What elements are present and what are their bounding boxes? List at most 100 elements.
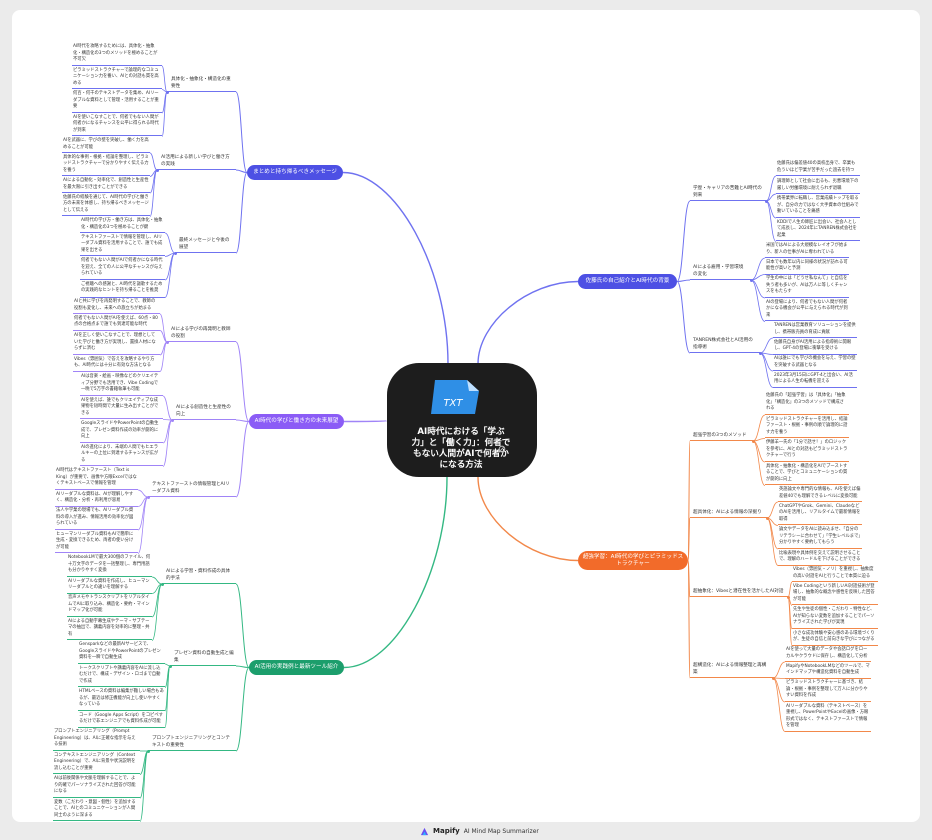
leaf-item[interactable]: AIの進化により、末端の人間でもヒエラルキーの上位に到達するチャンスが広がる (80, 445, 163, 467)
subtopic-connector (235, 665, 250, 668)
subtopic-label[interactable]: テキストファーストの情報管理とAIリーダブル資料 (148, 482, 236, 497)
subtopic-label[interactable]: AIによる学習・資料作成の具体的手法 (162, 569, 236, 584)
leaf-item[interactable]: コンテキストエンジニアリング（Context Engineering）で、AIに… (53, 753, 140, 775)
leaf-item[interactable]: ChatGPTやGrok、Gemini、ClaudeなどのAIを活用し、リアルタ… (778, 504, 862, 526)
leaf-item[interactable]: 調理師として社会に出るも、劣悪環境下の厳しい労働環境に耐えられず退職 (776, 179, 860, 195)
branch-node[interactable]: AI活用の実践例と最新ツール紹介 (249, 660, 344, 675)
leaf-item[interactable]: 具体的な事例・根拠・結論を整理し、ピラミッドストラクチャーで分かりやすく伝える力… (62, 155, 150, 177)
leaf-item[interactable]: ピラミッドストラクチャーで論理的なコミュニケーション力を養い、AIとの対話も質を… (72, 68, 162, 90)
subtopic-dot (173, 251, 177, 255)
leaf-item[interactable]: AIリーダブルな資料（テキストベース）を重視し、PowerPointやExcel… (785, 704, 871, 732)
leaf-item[interactable]: AIは前後関係や文脈を理解することで、より的確でパーソナライズされた回答が可能に… (53, 776, 140, 798)
branch-node[interactable]: 超強学習：AI時代の学びとピラミッドストラクチャー (578, 551, 688, 570)
leaf-item[interactable]: AIの登場により、何者でもない人間が何者かになる機会が公平に与えられる時代が到来 (765, 300, 849, 322)
subtopic-label[interactable]: 具体化・抽象化・構造化の重要性 (167, 77, 236, 92)
leaf-item[interactable]: 学生の中には「どうせ私なんて」と自信を失う者も多いが、AIは万人に等しくチャンス… (765, 276, 849, 298)
leaf-item[interactable]: GoogleスライドやPowerPointの自動生成で、プレゼン資料作成の効率が… (80, 421, 163, 443)
leaf-item[interactable]: AIリーダブルな資料は、AIが理解しやすく、構造化・分析・再利用が容易 (55, 492, 138, 507)
branch-node[interactable]: AI時代の学びと働き方の未来展望 (249, 414, 344, 429)
leaf-item[interactable]: Vibe Codingという新しいAI対話技術が登場し、抽象的な概念や感性を反映… (792, 584, 878, 606)
subtopic-label[interactable]: 超強学習の3つのメソッド (690, 433, 753, 441)
leaf-item[interactable]: 佐藤氏自身がAI活用による指導術に開眼し、GPT-4の登場に衝撃を受ける (773, 340, 857, 355)
subtopic-label[interactable]: 最終メッセージと今後の展望 (175, 238, 236, 253)
subtopic-label[interactable]: 超抽象化：Vibesと潜在性を活かしたAI対話 (690, 589, 788, 597)
subtopic-dot (170, 418, 174, 422)
leaf-item[interactable]: AIを正しく使いこなすことで、理想としていた学びと働き方が実現し、置換人材になら… (73, 333, 160, 355)
subtopic-label[interactable]: AIによる雇用・学習環境の変化 (690, 265, 751, 280)
subtopic-label[interactable]: 学歴・キャリアの苦難とAI時代の到来 (690, 186, 766, 201)
leaf-item[interactable]: AI時代の学び方・働き方は、具体化・抽象化・構造化の3つを極めることが鍵 (80, 218, 165, 234)
leaf-item[interactable]: プロンプトエンジニアリング（Prompt Engineering）は、AIに正確… (53, 729, 140, 751)
leaf-item[interactable]: 変数（こだわり・意図・個性）を追加することで、AIとのコミュニケーションが人間同… (53, 800, 140, 822)
subtopic-label[interactable]: 超具体化：AIによる情報の深掘り (690, 510, 767, 518)
leaf-item[interactable]: コード（Google Apps Script）をコピペするだけで非エンジニアでも… (78, 713, 165, 728)
subtopic-label[interactable]: プレゼン資料の自動生成と編集 (170, 651, 236, 666)
leaf-item[interactable]: TANRENは営業教育ソリューションを提供し、携帯販売員の育成に貢献 (773, 323, 857, 339)
leaf-connector (164, 665, 171, 728)
subtopic-label[interactable]: AIによる創造性と生産性の向上 (172, 405, 236, 420)
leaf-item[interactable]: 佐藤氏の経験を通じて、AI時代の学びと働き方の未来を体感し、持ち帰るべきメッセー… (62, 195, 150, 217)
branch-node[interactable]: 佐藤氏の自己紹介とAI時代の背景 (578, 274, 677, 289)
leaf-item[interactable]: Vibes（雰囲気）で答えを攻略するやり方も、AI時代には十分に有効な方法となる (73, 357, 160, 372)
leaf-item[interactable]: AI時代はテキストファースト（Text is King）が重要で、画像や方眼Ex… (55, 468, 138, 490)
leaf-item[interactable]: AIによる自動字幕生成やテーマ・サブテーマの抽出で、講義内容を効率的に整理・共有 (67, 619, 152, 641)
leaf-item[interactable]: 小さな成功体験や安心感のある環境づくりが、生徒の自信と前向きな学びにつながる (792, 631, 878, 646)
subtopic-label[interactable]: AIによる学びの再発明と教師の役割 (167, 327, 236, 342)
leaf-item[interactable]: HTMLベースの資料は編集が難しい場合もあるが、最近は修正機能が向上し使いやすく… (78, 689, 165, 711)
leaf-item[interactable]: トークスクリプトや講義内容をAIに流し込むだけで、構成・デザイン・ロゴまで自動で… (78, 666, 165, 688)
leaf-item[interactable]: 先生や生徒の個性・こだわり・特性など、AIが知らない変数を追加することでパーソナ… (792, 607, 878, 629)
central-title: AI時代における「学ぶ力」と「働く力」：何者でもない人間がAIで何者かになる方法 (411, 427, 511, 470)
link-icon[interactable] (498, 445, 506, 453)
subtopic-dot (168, 664, 172, 668)
leaf-item[interactable]: ピラミッドストラクチャーに基づき、結論・根拠・事例を整理して万人に分かりやすい資… (785, 680, 871, 702)
leaf-item[interactable]: AIは誰にでも学びの機会を与え、学習の壁を突破する武器となる (773, 356, 857, 372)
subtopic-label[interactable]: 超構造化：AIによる情報整理と再構築 (690, 663, 773, 678)
leaf-item[interactable]: AIと共に学びを再発明することで、教師の役割も変化し、未来への旅立ちが始まる (73, 299, 160, 315)
leaf-item[interactable]: 論文やデータをAIに読み込ませ、「自分のリテラシーに合わせて」「学生レベルまで」… (778, 527, 862, 549)
leaf-item[interactable]: AIを使って大量のデータや会話ログをローカルやクラウドに保存し、構造化して分析 (785, 647, 871, 663)
leaf-item[interactable]: テキストファーストで情報を管理し、AIリーダブル資料を活用することで、誰でも成果… (80, 235, 165, 257)
leaf-item[interactable]: AI時代を攻略するためには、具体化・抽象化・構造化の3つのメソッドを極めることが… (72, 44, 162, 66)
leaf-item[interactable]: 比喩表現や具体例を交えて説明させることで、理解のハードルを下げることができる (778, 551, 862, 566)
leaf-item[interactable]: AIによる自動化・効率化で、創造性と生産性を最大限に引き出すことができる (62, 178, 150, 194)
leaf-item[interactable]: 音声メモやトランスクリプトをリアルタイムでAIに取り込み、構造化・要約・マインド… (67, 595, 152, 617)
central-node[interactable]: TXT AI時代における「学ぶ力」と「働く力」：何者でもない人間がAIで何者かに… (387, 363, 537, 477)
leaf-item[interactable]: 日本でも数年以内に同様の状況が訪れる可能性が高いと予測 (765, 260, 849, 275)
leaf-item[interactable]: MapifyやNotebookLMなどのツールで、マインドマップや構造化資料を自… (785, 664, 871, 679)
subtopic-label[interactable]: TANREN株式会社とAI活用の指導術 (690, 338, 760, 353)
leaf-item[interactable]: ヒューマンリーダブル資料もAIで簡単に生成・変換できるため、両者の使い分けが可能 (55, 532, 138, 554)
leaf-item[interactable]: 英語論文や専門的な情報も、AIを使えば偏差値40でも理解できるレベルに変換可能 (778, 487, 862, 503)
leaf-item[interactable]: 佐藤氏は偏差値40の高校出身で、卒業も危ういほど学業が苦手だった過去を持つ (776, 161, 860, 177)
leaf-item[interactable]: AIを使いこなすことで、何者でもない人間が何者かになるチャンスを公平に得られる時… (72, 115, 162, 137)
leaf-item[interactable]: 何者でもない人間がAIを使えば、60点・80点の合格点まで誰でも到達可能な時代 (73, 316, 160, 331)
leaf-item[interactable]: Vibes（雰囲気・ノリ）を重視し、抽象度の高い対話をAIと行うことで本質に迫る (792, 567, 878, 583)
leaf-connector (162, 395, 173, 421)
leaf-item[interactable]: KDDIで人生の師匠に出会い、社会人として成長し、2024年にTANREN株式会… (776, 220, 860, 242)
leaf-item[interactable]: Gensparkなどの最新AIサービスで、GoogleスライドやPowerPoi… (78, 642, 165, 664)
leaf-connector (750, 279, 766, 322)
leaf-item[interactable]: 米国ではAIによる大規模なレイオフが始まり、新人の仕事がAIに奪われている (765, 243, 849, 259)
leaf-item[interactable]: 2023年3月15日にGPT-4と出会い、AI活用による人生の転機を迎える (773, 373, 857, 388)
leaf-item[interactable]: 具体化・抽象化・構造化をAIでブーストすることで、学びとコミュニケーションの質が… (765, 464, 849, 486)
leaf-item[interactable]: NotebookLMで最大300個のファイル、何十万文字のデータを一括整理し、専… (67, 555, 152, 577)
leaf-item[interactable]: ご視聴への感謝と、AI時代を謳歌するための実践的なヒントを持ち帰ることを推奨 (80, 282, 165, 298)
subtopic-dot (786, 595, 790, 599)
leaf-item[interactable]: 何者でもない人間がAIで何者かになる時代を迎え、全ての人に公平なチャンスが与えら… (80, 258, 165, 280)
branch-node[interactable]: まとめと持ち帰るべきメッセージ (247, 165, 343, 180)
leaf-item[interactable]: AIは音楽・絵画・映像などのクリエイティブ分野でも活用でき、Vibe Codin… (80, 374, 163, 396)
leaf-item[interactable]: 携帯業界に転職し、営業成績トップを取るが、自分の力ではなく大手資本の仕組みで動い… (776, 196, 860, 218)
subtopic-dot (749, 278, 753, 282)
branch-connector (343, 476, 448, 669)
leaf-item[interactable]: AIリーダブルな資料を作成し、ヒューマンリーダブルとの違いを理解する (67, 579, 152, 594)
leaf-item[interactable]: AIを使えば、誰でもクリエイティブな成果物を短時間で大量に生み出すことができる (80, 398, 163, 420)
subtopic-connector (235, 91, 248, 173)
leaf-item[interactable]: 佐藤氏の「超強学習」は「具体化」「抽象化」「構造化」の3つのメソッドで構成される (765, 393, 849, 415)
leaf-item[interactable]: 何百・何千のテキストデータを集め、AIリーダブルな資料として管理・活用することが… (72, 91, 162, 113)
leaf-item[interactable]: AIを武器に、学びの壁を突破し、働く力を高めることが可能 (62, 138, 150, 154)
leaf-item[interactable]: 伊藤羊一氏の「1分で話せ！」のロジックを参考に、AIとの対話もピラミッドストラク… (765, 440, 849, 462)
leaf-item[interactable]: 法人や学業の現場でも、AIリーダブル資料の導入が進み、情報活用の効率化が図られて… (55, 508, 138, 530)
leaf-item[interactable]: ピラミッドストラクチャーを活用し、結論ファースト・根拠・事例の順で論理的に話す力… (765, 417, 849, 439)
subtopic-label[interactable]: プロンプトエンジニアリングとコンテキストの重要性 (148, 736, 236, 751)
subtopic-label[interactable]: AI活用による新しい学びと働き方の実践 (157, 155, 236, 170)
